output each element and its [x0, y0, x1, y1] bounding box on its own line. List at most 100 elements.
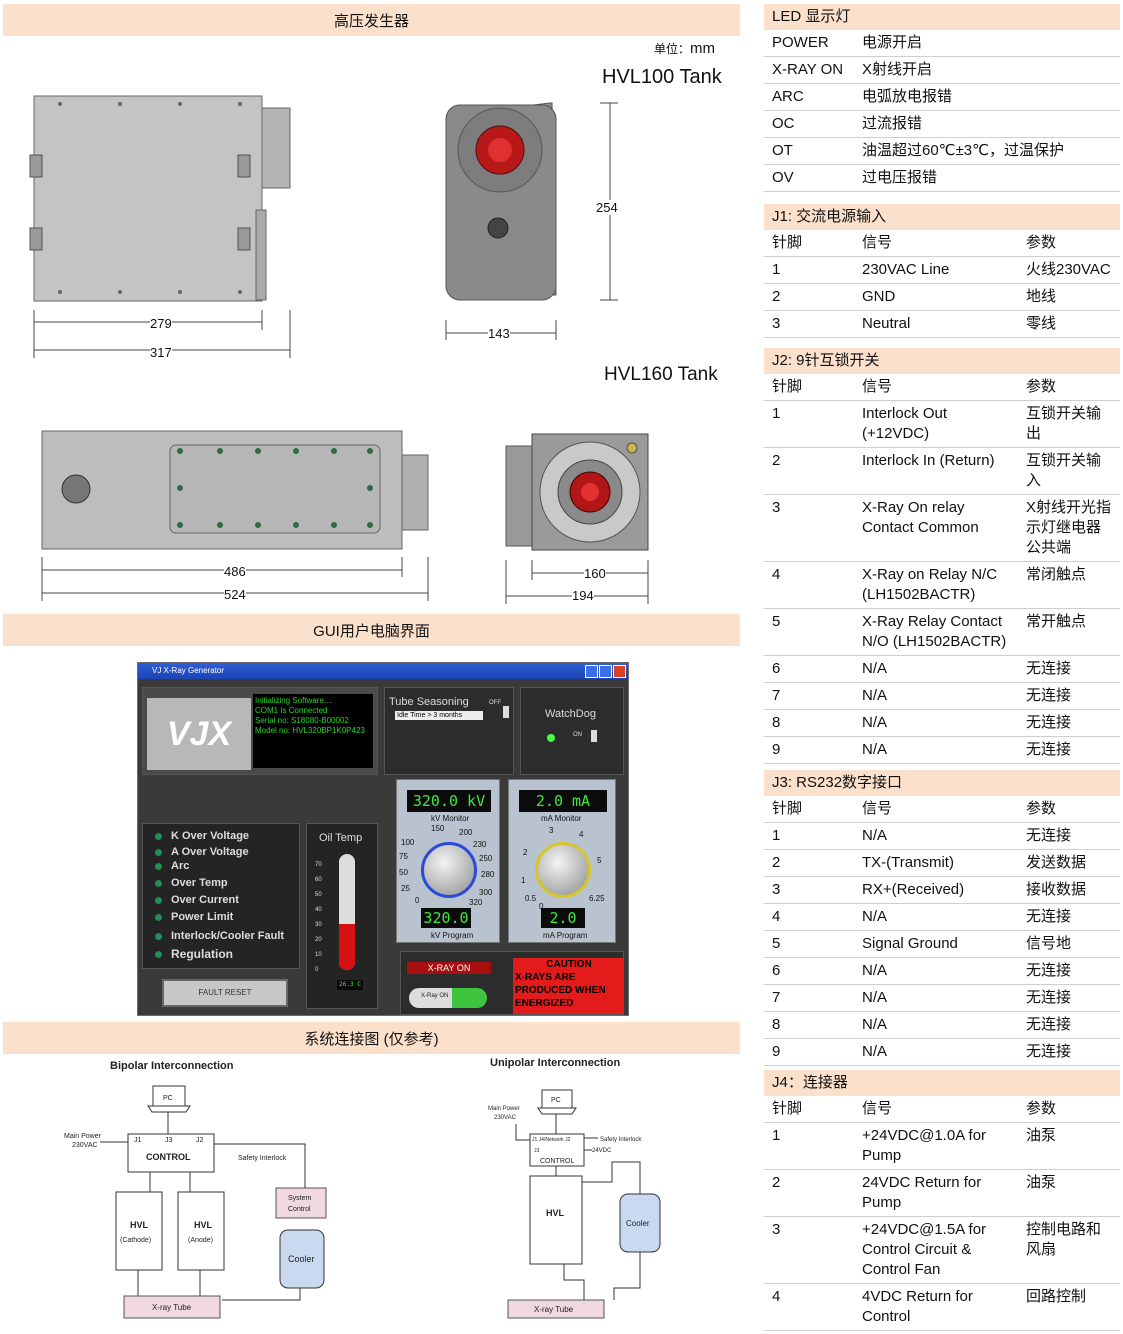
seasoning-toggle[interactable]: [503, 706, 509, 718]
svg-text:Main Power: Main Power: [488, 1106, 520, 1112]
unipolar-hvl-box: [529, 1175, 583, 1265]
svg-text:24VDC: 24VDC: [592, 1148, 612, 1154]
dim-486: 486: [224, 564, 246, 579]
dim-160: 160: [584, 566, 606, 581]
svg-text:Cooler: Cooler: [626, 1219, 650, 1228]
dim-317: 317: [150, 345, 172, 360]
j4-title: J4：连接器: [764, 1070, 1120, 1096]
kv-monitor-display: 320.0 kV: [407, 790, 491, 812]
oil-temp-panel: Oil Temp 70 60 50 40 30 20 10 0 26.3 C: [306, 823, 378, 1009]
fault-led-icon: [155, 896, 162, 904]
dim-279: 279: [150, 316, 172, 331]
svg-text:HVL: HVL: [130, 1220, 149, 1230]
close-icon[interactable]: [613, 665, 626, 678]
watchdog-toggle[interactable]: [591, 730, 597, 742]
status-box: Initializing Software.... COM1 Is Connec…: [253, 694, 373, 768]
bipolar-cooler-box: [279, 1229, 325, 1289]
svg-text:J1: J1: [134, 1137, 142, 1144]
gui-titlebar: VJ X-Ray Generator: [138, 663, 628, 679]
idle-time-box: Idle Time > 3 months: [395, 711, 483, 720]
vjx-logo: VJX: [147, 698, 251, 770]
logo-panel: VJX Initializing Software.... COM1 Is Co…: [142, 687, 378, 775]
fault-led-icon: [155, 913, 162, 921]
xray-on-button[interactable]: X-Ray ON: [409, 988, 487, 1008]
svg-text:J3: J3: [165, 1137, 173, 1144]
ma-program-display[interactable]: 2.0: [541, 908, 585, 928]
table-header: 针脚信号参数: [764, 1096, 1120, 1123]
svg-text:J1 J4/Network J2: J1 J4/Network J2: [532, 1137, 571, 1143]
caution-box: CAUTION X-RAYS ARE PRODUCED WHEN ENERGIZ…: [513, 958, 623, 1014]
svg-text:Safety Interlock: Safety Interlock: [600, 1137, 642, 1143]
hvl160-front-drawing: [505, 433, 649, 604]
fault-a-over-voltage: A Over Voltage: [155, 846, 249, 858]
svg-text:(Cathode): (Cathode): [120, 1237, 151, 1244]
maximize-icon[interactable]: [599, 665, 612, 678]
dim-524: 524: [224, 587, 246, 602]
svg-text:PC: PC: [163, 1095, 173, 1102]
dim-143: 143: [488, 326, 510, 341]
bipolar-diagram: Bipolar Interconnection PC Main Power 23…: [64, 1060, 327, 1319]
svg-text:(Anode): (Anode): [188, 1237, 213, 1244]
xray-on-indicator: X-RAY ON: [407, 962, 491, 974]
j2-title: J2: 9针互锁开关: [764, 348, 1120, 374]
hv-generator-title: 高压发生器: [3, 4, 740, 36]
oil-temp-ticks: 70 60 50 40 30 20 10 0: [315, 862, 322, 973]
unipolar-xray-tube-box: [507, 1299, 605, 1319]
svg-text:CONTROL: CONTROL: [146, 1152, 191, 1162]
kv-program-display[interactable]: 320.0: [421, 908, 471, 928]
svg-text:X-ray Tube: X-ray Tube: [534, 1305, 574, 1314]
ma-panel: 2.0 mA mA Monitor 3 4 2 5 1 6.25 0.5 0 2…: [508, 779, 616, 943]
hvl100-side-drawing: [29, 95, 291, 358]
table-header: 针脚信号参数: [764, 230, 1120, 257]
svg-text:J2: J2: [196, 1137, 204, 1144]
hvl100-label: HVL100 Tank: [602, 66, 722, 88]
fault-led-icon: [155, 879, 162, 887]
svg-text:HVL: HVL: [194, 1220, 213, 1230]
minimize-icon[interactable]: [585, 665, 598, 678]
fault-regulation: Regulation: [155, 947, 233, 961]
svg-text:X-ray Tube: X-ray Tube: [152, 1303, 192, 1312]
oil-temp-thermometer: [339, 854, 355, 970]
fault-k-over-voltage: K Over Voltage: [155, 830, 249, 842]
system-connection-title: 系统连接图 (仅参考): [3, 1022, 740, 1054]
fault-led-icon: [155, 848, 162, 856]
svg-text:PC: PC: [551, 1097, 561, 1104]
kv-knob[interactable]: [421, 842, 477, 898]
xray-panel: X-RAY ON X-Ray ON CAUTION X-RAYS ARE PRO…: [400, 951, 624, 1015]
fault-interlock-cooler: Interlock/Cooler Fault: [155, 930, 284, 942]
table-header: 针脚信号参数: [764, 796, 1120, 823]
hvl100-front-drawing: [445, 102, 618, 340]
ma-knob[interactable]: [535, 842, 591, 898]
table-header: 针脚信号参数: [764, 374, 1120, 401]
svg-text:J3: J3: [534, 1148, 540, 1154]
fault-reset-button[interactable]: FAULT RESET: [162, 979, 288, 1007]
fault-led-icon: [155, 932, 162, 940]
unipolar-title: Unipolar Interconnection: [490, 1057, 620, 1069]
bipolar-hvl-anode: [177, 1191, 225, 1271]
